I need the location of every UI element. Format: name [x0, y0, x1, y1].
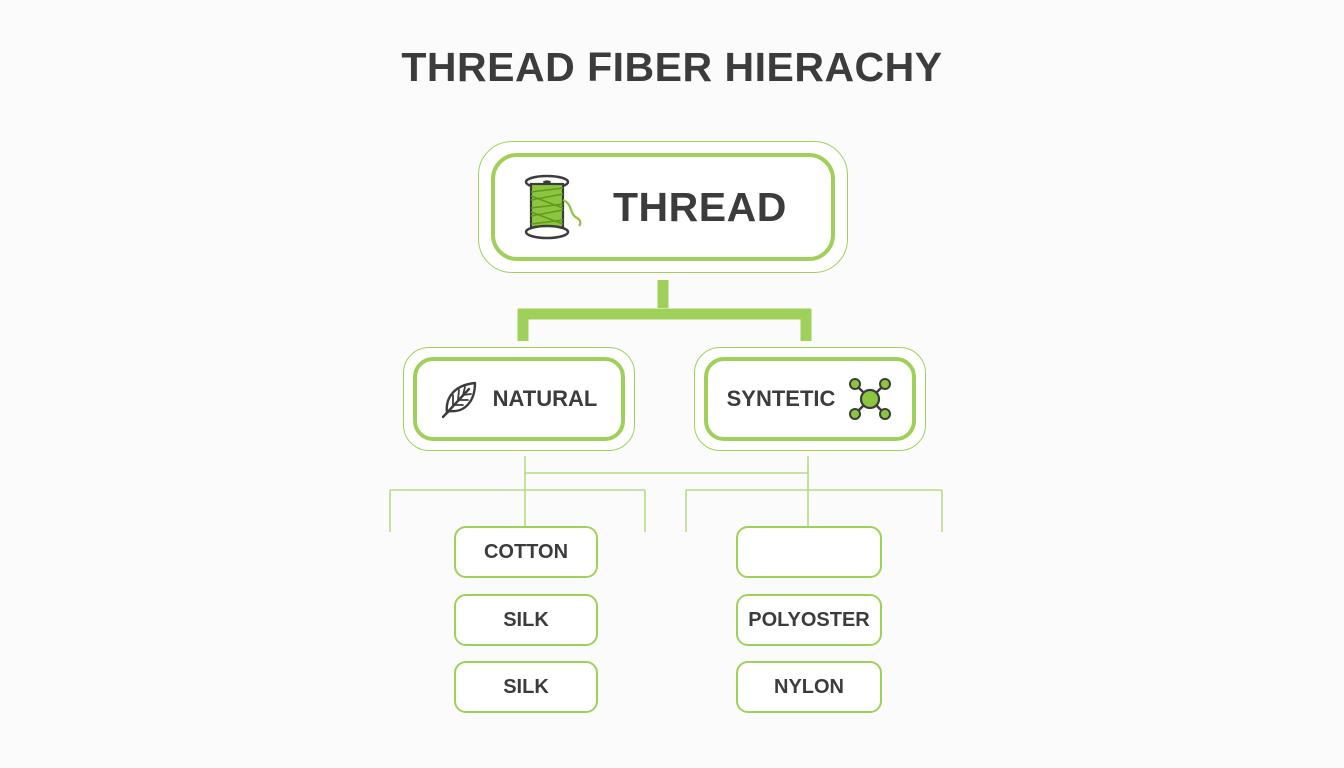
- fiber-node-polyoster[interactable]: POLYOSTER: [736, 594, 882, 646]
- category-node-synthetic[interactable]: SYNTETIC: [704, 357, 916, 441]
- fiber-node-silk[interactable]: SILK: [454, 594, 598, 646]
- root-node-label: THREAD: [613, 183, 787, 230]
- spool-icon: [523, 174, 585, 240]
- fiber-node-empty[interactable]: [736, 526, 882, 578]
- category-label-natural: NATURAL: [492, 386, 598, 411]
- category-label-synthetic: SYNTETIC: [726, 386, 836, 411]
- diagram-title: THREAD FIBER HIERACHY: [401, 44, 943, 90]
- fiber-node-nylon[interactable]: NYLON: [736, 661, 882, 713]
- category-node-natural[interactable]: NATURAL: [413, 357, 625, 441]
- molecule-icon: [847, 376, 893, 422]
- leaf-icon: [441, 379, 479, 419]
- fiber-node-silk-2[interactable]: SILK: [454, 661, 598, 713]
- fiber-node-cotton[interactable]: COTTON: [454, 526, 598, 578]
- root-node-thread[interactable]: THREAD: [491, 153, 835, 261]
